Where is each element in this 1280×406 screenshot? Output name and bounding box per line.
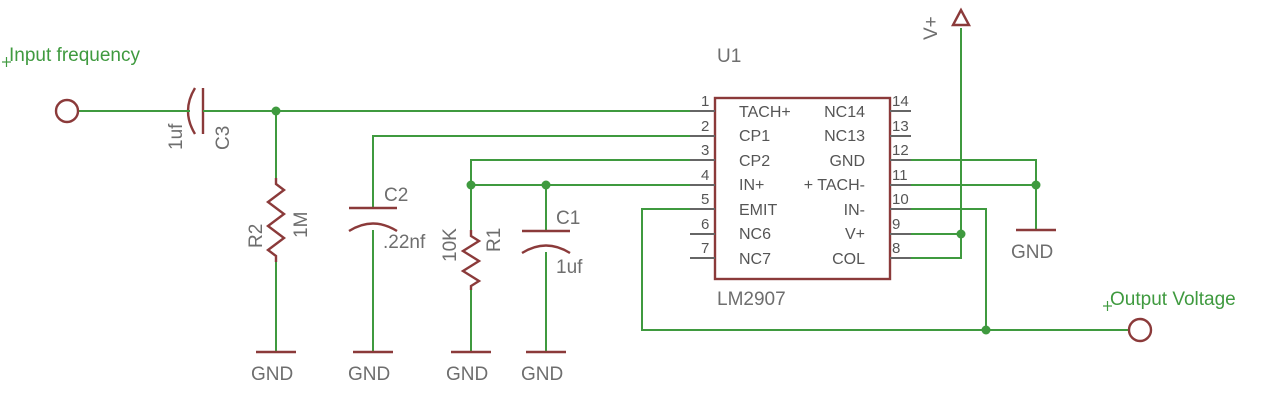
ic-part: LM2907: [717, 289, 786, 310]
pin-number: 2: [701, 118, 709, 135]
c1-ref: C1: [556, 208, 580, 229]
ic-u1: U1 LM2907 1 2 3 4 5 6 7 TACH+ CP1 CP2 IN…: [690, 46, 911, 310]
ic-ref: U1: [717, 46, 741, 67]
pin-name: TACH+: [739, 104, 791, 121]
junction-dot: [956, 229, 966, 239]
output-voltage-label: Output Voltage: [1110, 289, 1236, 310]
r2-ref: R2: [246, 224, 267, 248]
pin-number: 11: [892, 167, 908, 184]
pin-number: 7: [701, 240, 709, 257]
pin-number: 1: [701, 93, 709, 110]
pin-number: 12: [892, 142, 909, 159]
resistor-r2: R2 1M: [246, 178, 312, 262]
input-frequency-label: Input frequency: [9, 45, 140, 66]
resistor-r1: 10K R1: [440, 228, 505, 290]
gnd-label: GND: [251, 364, 293, 385]
wire-pin5: [641, 208, 1128, 331]
junction-dot: [1031, 180, 1041, 190]
capacitor-c2: C2 .22nf: [348, 185, 426, 253]
pin-name: IN-: [844, 202, 865, 219]
pin-number: 3: [701, 142, 709, 159]
gnd-label: GND: [348, 364, 390, 385]
r1-value: 10K: [440, 228, 461, 262]
pin-number: 10: [892, 191, 909, 208]
r1-ref: R1: [484, 228, 505, 252]
pin-name: CP2: [739, 153, 770, 170]
c3-ref: C3: [213, 126, 234, 150]
output-terminal: [1127, 317, 1153, 343]
pin-number: 14: [892, 93, 909, 110]
pin-number: 9: [892, 216, 900, 233]
ic-body: [713, 96, 892, 281]
junction-dot: [541, 180, 551, 190]
c2-value: .22nf: [383, 232, 426, 253]
pin-name: GND: [829, 153, 865, 170]
r2-value: 1M: [291, 212, 312, 238]
pin-name: EMIT: [739, 202, 777, 219]
pin-name: NC7: [739, 251, 771, 268]
pin-name: + TACH-: [804, 177, 865, 194]
pin-name: NC6: [739, 226, 771, 243]
vplus-supply-symbol: [951, 7, 971, 27]
pin-number: 5: [701, 191, 709, 208]
junction-dot: [271, 106, 281, 116]
input-terminal: [54, 98, 80, 124]
pin-name: NC14: [824, 104, 865, 121]
vplus-label: V+: [921, 16, 942, 40]
wires: [79, 28, 1128, 352]
pin-number: 13: [892, 118, 909, 135]
wire-vplus-rail: [911, 28, 962, 259]
junction-dot: [981, 325, 991, 335]
gnd-label: GND: [446, 364, 488, 385]
capacitor-c3: 1uf C3: [166, 87, 234, 150]
pin-number: 6: [701, 216, 709, 233]
junctions: [271, 106, 1041, 335]
c1-value: 1uf: [556, 257, 583, 278]
pin-name: CP1: [739, 128, 770, 145]
capacitor-c1: C1 1uf: [521, 208, 583, 278]
wire-pin10: [911, 208, 987, 330]
c3-value: 1uf: [166, 123, 187, 150]
junction-dot: [466, 180, 476, 190]
wire-pin12: [911, 159, 1037, 230]
pin-name: NC13: [824, 128, 865, 145]
gnd-label: GND: [1011, 242, 1053, 263]
c2-ref: C2: [384, 185, 408, 206]
wire-pin2: [372, 135, 690, 208]
pin-number: 8: [892, 240, 900, 257]
pin-name: COL: [832, 251, 865, 268]
gnd-label: GND: [521, 364, 563, 385]
pin-name: IN+: [739, 177, 764, 194]
wire-pin3: [470, 159, 690, 230]
ground-symbols: GND GND GND GND GND: [251, 228, 1056, 385]
pin-name: V+: [845, 226, 865, 243]
pin-number: 4: [701, 167, 709, 184]
